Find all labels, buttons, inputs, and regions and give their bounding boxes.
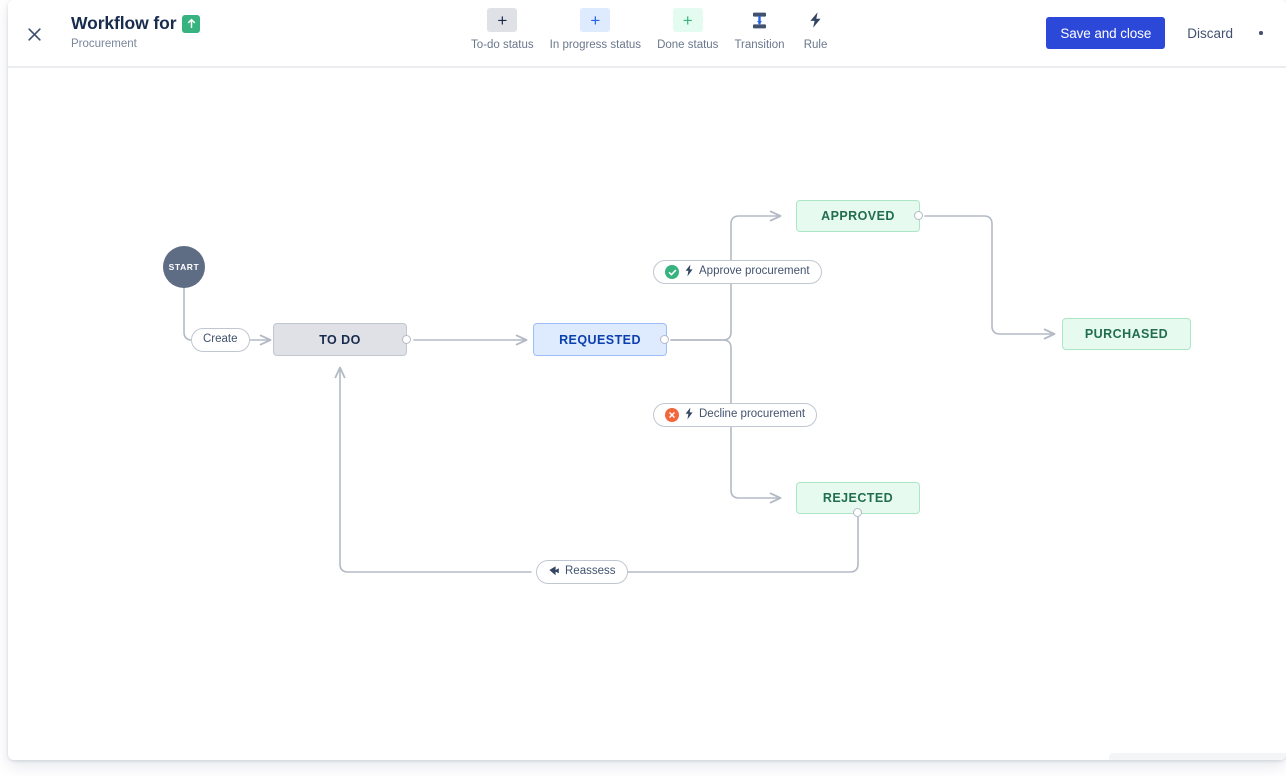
workflow-subtitle: Procurement: [71, 38, 137, 50]
transition-decline-label: Decline procurement: [699, 408, 806, 421]
status-node-rejected-label: REJECTED: [822, 491, 894, 505]
edge-approved-to-purchased: [924, 215, 1056, 340]
add-transition-button[interactable]: Transition: [726, 8, 792, 52]
status-node-requested-label: REQUESTED: [559, 332, 641, 347]
add-done-status-button[interactable]: + Done status: [649, 8, 726, 52]
more-options-icon[interactable]: [1250, 17, 1276, 49]
connector-dot-approved-right[interactable]: [914, 211, 923, 220]
status-node-todo-label: TO DO: [319, 332, 361, 347]
error-circle-icon: [665, 408, 679, 422]
transition-create-label: Create: [203, 333, 238, 346]
status-node-approved[interactable]: APPROVED: [796, 200, 920, 232]
zoom-control[interactable]: [1109, 753, 1286, 760]
add-rule-button[interactable]: Rule: [793, 8, 839, 52]
status-node-purchased-label: PURCHASED: [1084, 327, 1169, 341]
start-node-label: START: [168, 262, 200, 272]
start-node[interactable]: START: [163, 246, 205, 288]
transition-create[interactable]: Create: [191, 328, 250, 352]
page-title: Workflow for Procurement: [71, 12, 201, 51]
status-node-requested[interactable]: REQUESTED: [533, 323, 667, 356]
edge-rejected-to-reassess: [623, 511, 859, 573]
plus-icon: +: [487, 8, 518, 32]
rule-lightning-icon: [801, 8, 831, 32]
add-todo-status-button[interactable]: + To-do status: [463, 8, 542, 52]
editor-card: Workflow for Procurement + To-do status …: [8, 0, 1286, 760]
workflow-toolbar: + To-do status + In progress status + Do…: [463, 8, 839, 52]
header-actions: Save and close Discard: [1046, 17, 1276, 49]
transition-approve-procurement[interactable]: Approve procurement: [653, 260, 822, 284]
project-avatar-arrow-up-icon: [182, 14, 201, 33]
add-rule-label: Rule: [803, 39, 828, 51]
check-circle-icon: [665, 265, 679, 279]
status-node-purchased[interactable]: PURCHASED: [1062, 318, 1191, 350]
connector-dot-requested-right[interactable]: [660, 335, 669, 344]
transition-reassess-label: Reassess: [565, 565, 616, 578]
add-done-status-label: Done status: [657, 39, 719, 51]
plus-icon: +: [672, 8, 703, 32]
add-transition-label: Transition: [734, 39, 785, 51]
edge-start-to-create: [183, 287, 193, 341]
status-node-rejected[interactable]: REJECTED: [796, 482, 920, 514]
plus-icon: +: [580, 8, 611, 32]
add-todo-status-label: To-do status: [471, 39, 534, 51]
workflow-connectors: [183, 210, 1056, 573]
status-node-approved-label: APPROVED: [821, 209, 895, 223]
rule-lightning-icon: [684, 407, 694, 423]
add-inprogress-status-button[interactable]: + In progress status: [542, 8, 649, 52]
connector-dot-todo-right[interactable]: [402, 335, 411, 344]
rule-lightning-icon: [684, 264, 694, 280]
workflow-canvas[interactable]: START Create TO DO REQUESTED APPROVED: [8, 70, 1286, 760]
status-node-todo[interactable]: TO DO: [273, 323, 407, 356]
edge-reassess-to-todo: [334, 366, 532, 573]
transition-decline-procurement[interactable]: Decline procurement: [653, 403, 818, 427]
save-and-close-button[interactable]: Save and close: [1046, 17, 1166, 49]
close-icon[interactable]: [18, 18, 50, 50]
condition-icon: [548, 565, 560, 580]
discard-button[interactable]: Discard: [1174, 17, 1246, 49]
editor-header: Workflow for Procurement + To-do status …: [8, 0, 1286, 68]
add-inprogress-status-label: In progress status: [549, 39, 642, 51]
transition-reassess[interactable]: Reassess: [536, 560, 628, 584]
transition-icon: [744, 8, 774, 32]
transition-approve-label: Approve procurement: [699, 265, 810, 278]
workflow-title: Workflow for: [71, 13, 177, 33]
connector-dot-rejected-bottom[interactable]: [853, 508, 862, 517]
